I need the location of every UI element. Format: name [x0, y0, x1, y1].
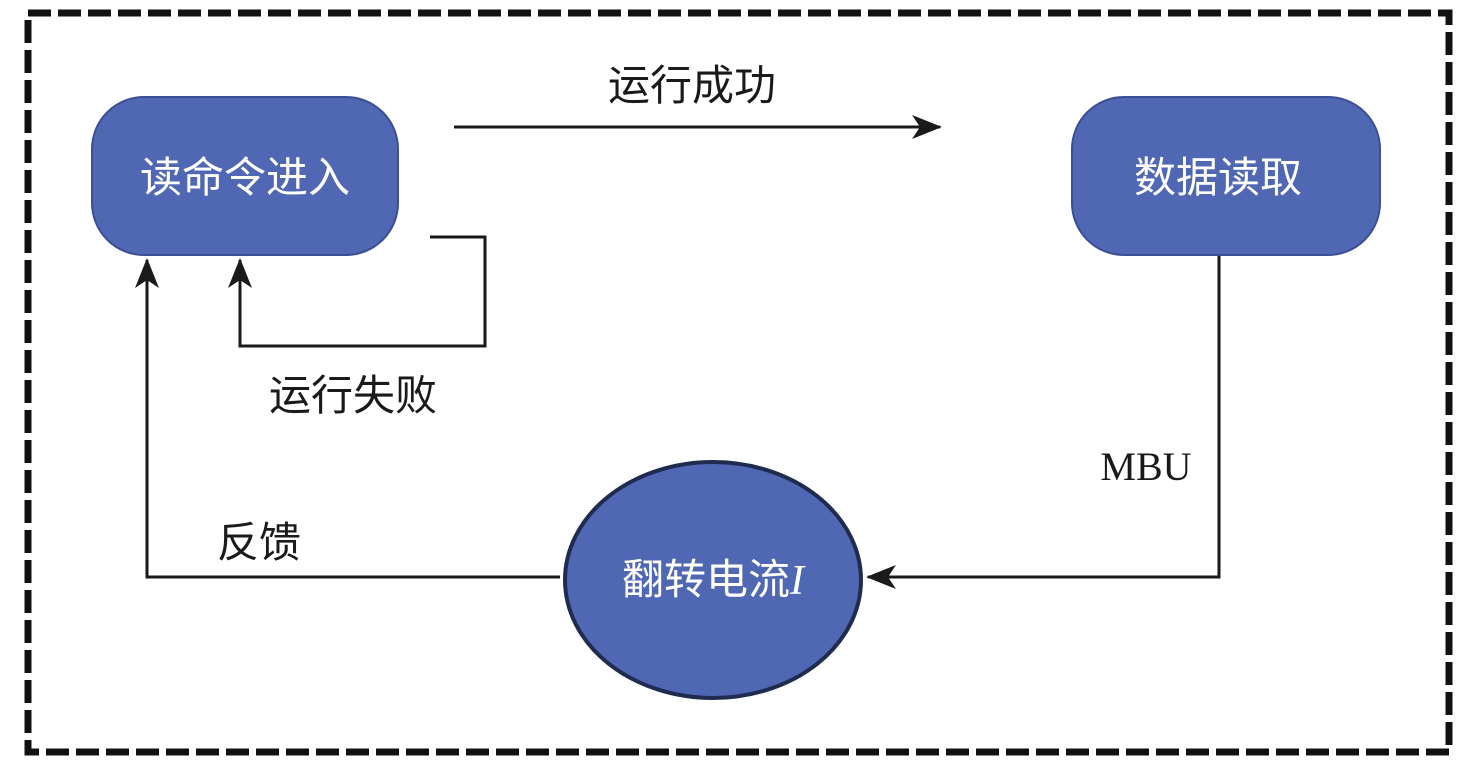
- node-data-read-shape: [1071, 96, 1381, 256]
- edge-run-success: 运行成功: [454, 61, 942, 139]
- edge-feedback-label: 反馈: [217, 518, 301, 567]
- node-flip-current[interactable]: 翻转电流I: [563, 460, 863, 700]
- node-flip-current-text: 翻转电流: [622, 555, 790, 604]
- edge-run-failure-label: 运行失败: [269, 371, 437, 420]
- node-data-read-label: 数据读取: [1134, 153, 1302, 202]
- edge-mbu-label: MBU: [1100, 444, 1191, 489]
- dashed-border: [24, 9, 1453, 756]
- edge-mbu-line: [866, 256, 1221, 589]
- node-data-read[interactable]: 数据读取: [1071, 96, 1381, 256]
- edge-feedback: 反馈: [135, 258, 560, 579]
- node-read-command-label: 读命令进入: [140, 153, 350, 202]
- node-flip-current-shape: [563, 460, 863, 700]
- edge-feedback-line: [135, 258, 560, 579]
- edge-mbu: MBU: [866, 256, 1221, 589]
- edge-run-success-label: 运行成功: [608, 61, 776, 110]
- node-read-command-shape: [91, 96, 399, 256]
- edge-run-failure: 运行失败: [228, 235, 487, 420]
- node-flip-current-label: 翻转电流I: [622, 555, 806, 604]
- node-read-command[interactable]: 读命令进入: [91, 96, 399, 256]
- node-flip-current-variable: I: [789, 558, 806, 604]
- edge-run-failure-line: [228, 235, 487, 348]
